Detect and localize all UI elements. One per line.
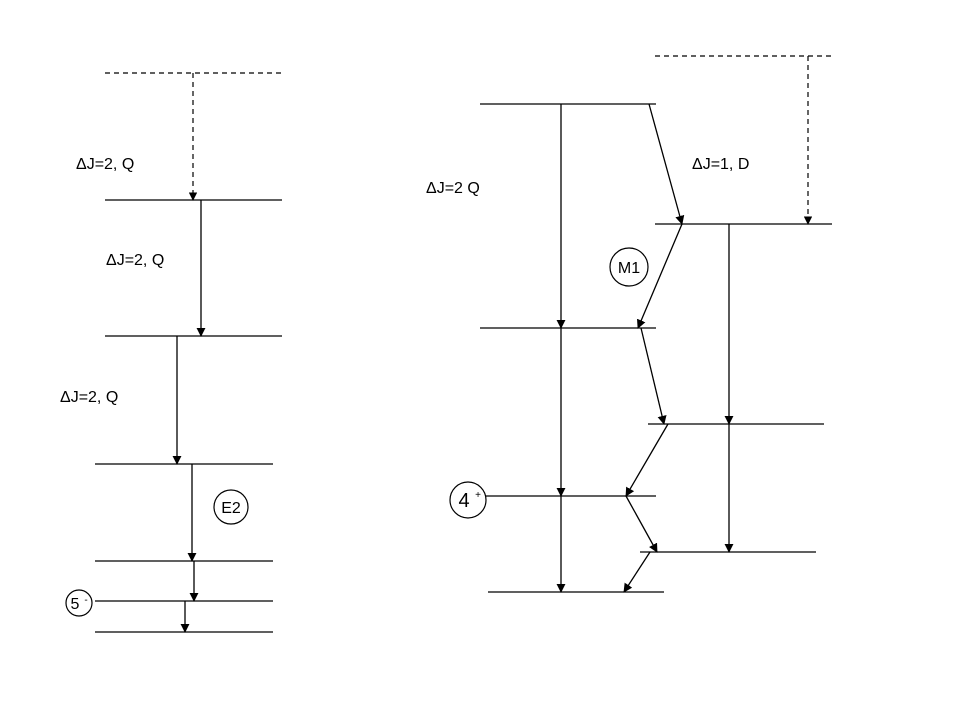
spin-five-parity: -	[84, 595, 87, 606]
crossover-2	[637, 223, 683, 329]
left-label-top: ΔJ=2, Q	[76, 156, 134, 173]
e2-circle: E2	[213, 489, 249, 525]
m1-label: M1	[618, 260, 640, 277]
e2-label: E2	[221, 500, 241, 517]
crossover-6	[623, 551, 651, 593]
crossover-4	[625, 423, 669, 497]
crossover-5	[625, 495, 658, 553]
right-band: ΔJ=2 Q ΔJ=1, D M1 4 +	[426, 55, 832, 593]
crossover-1	[648, 103, 685, 225]
m1-circle: M1	[609, 247, 649, 287]
left-band: ΔJ=2, Q ΔJ=2, Q ΔJ=2, Q E2 5 -	[60, 72, 282, 633]
spin-five-circle: 5 -	[65, 589, 93, 617]
spin-four-value: 4	[458, 490, 469, 512]
spin-four-parity: +	[475, 490, 481, 501]
crossover-3	[640, 327, 667, 425]
right-label-dipole: ΔJ=1, D	[692, 156, 749, 173]
left-label-mid: ΔJ=2, Q	[106, 252, 164, 269]
spin-four-circle: 4 +	[449, 481, 487, 519]
right-label-quad: ΔJ=2 Q	[426, 180, 480, 197]
left-label-low: ΔJ=2, Q	[60, 389, 118, 406]
spin-five-value: 5	[71, 596, 80, 613]
